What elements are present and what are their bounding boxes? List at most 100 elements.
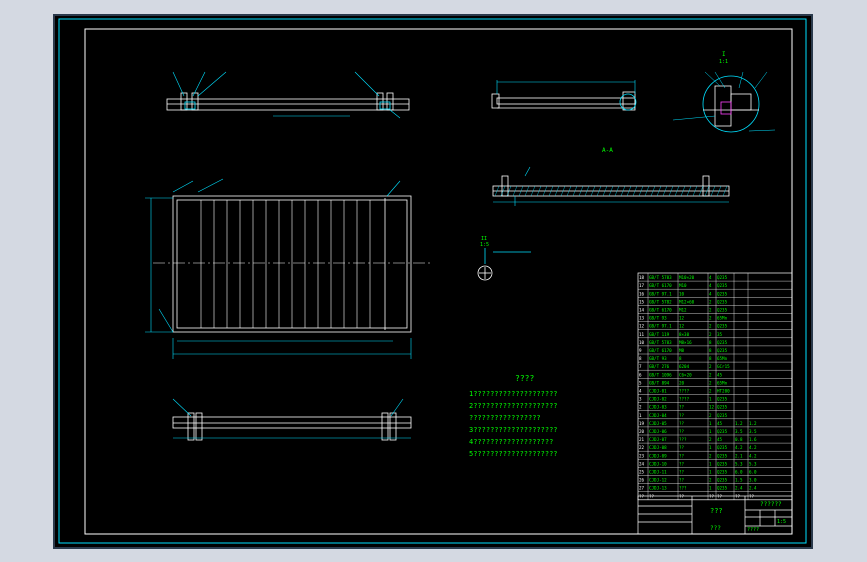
end-view-dimensions [496, 80, 636, 94]
parts-cell: M8×16 [679, 340, 692, 345]
hatch-line [506, 185, 512, 197]
small-detail-label: II [481, 236, 487, 242]
parts-cell: 17 [639, 283, 645, 288]
parts-cell: 26 [639, 478, 645, 483]
parts-cell: GB/T 93 [649, 356, 667, 361]
detail-i [702, 75, 760, 133]
parts-cell: GB/T 97.1 [649, 291, 672, 296]
parts-cell: Q235 [717, 397, 728, 402]
hatch-line [518, 185, 524, 197]
parts-cell: 1 [709, 421, 712, 426]
parts-cell: 2.4 [735, 486, 743, 491]
parts-cell: 27 [639, 486, 645, 491]
hatch-line [536, 185, 542, 197]
hatch-line [554, 185, 560, 197]
hatch-line [608, 185, 614, 197]
plan-view-slats [200, 200, 371, 328]
parts-cell: GB/T 276 [649, 364, 670, 369]
parts-cell: GB/T 6170 [649, 283, 672, 288]
notes-title: ???? [515, 374, 534, 383]
parts-cell: Q235 [717, 275, 728, 280]
parts-cell: ?? [679, 478, 685, 483]
parts-cell: 45 [717, 421, 723, 426]
parts-cell: 1 [709, 397, 712, 402]
section-label: A-A [602, 147, 613, 154]
parts-cell: 1 [709, 470, 712, 475]
parts-cell: Q235 [717, 308, 728, 313]
parts-cell: 2.1 [735, 453, 743, 458]
hatch-line [500, 185, 506, 197]
parts-cell: 2 [709, 364, 712, 369]
parts-cell: Q235 [717, 470, 728, 475]
technical-notes: 1????????????????????2??????????????????… [469, 390, 558, 458]
parts-cell: 4 [639, 389, 642, 394]
parts-cell: 12 [679, 324, 685, 329]
parts-cell: Q235 [717, 348, 728, 353]
hatch-line [644, 185, 650, 197]
parts-cell: 12 [679, 316, 685, 321]
hatch-line [632, 185, 638, 197]
parts-cell: 6.0 [735, 470, 743, 475]
parts-cell: 21 [639, 437, 645, 442]
parts-cell: 2 [709, 299, 712, 304]
section-a-a [492, 175, 730, 197]
parts-cell: Q235 [717, 445, 728, 450]
front-view-leaders [172, 71, 401, 119]
parts-cell: 1 [709, 461, 712, 466]
parts-cell: CJDJ-06 [649, 429, 667, 434]
parts-cell: 10 [679, 291, 685, 296]
parts-cell: M10×20 [679, 275, 695, 280]
parts-cell: 35 [717, 332, 723, 337]
parts-cell: ??? [679, 486, 687, 491]
parts-cell: Q235 [717, 453, 728, 458]
parts-cell: 1.2 [749, 421, 757, 426]
parts-cell: Q235 [717, 324, 728, 329]
parts-cell: 4.2 [735, 445, 743, 450]
parts-cell: Q235 [717, 283, 728, 288]
parts-cell: CJDJ-08 [649, 445, 667, 450]
parts-cell: 1 [709, 445, 712, 450]
parts-cell: ?? [679, 421, 685, 426]
parts-cell: 8×30 [679, 332, 690, 337]
hatch-line [704, 185, 710, 197]
parts-cell: GB/T 93 [649, 316, 667, 321]
hatch-line [680, 185, 686, 197]
parts-cell: 14 [639, 308, 645, 313]
parts-cell: 3 [639, 397, 642, 402]
parts-cell: ???? [679, 397, 690, 402]
parts-cell: 8 [679, 356, 682, 361]
parts-cell: Q235 [717, 413, 728, 418]
parts-cell: 20 [679, 380, 685, 385]
small-detail-scale: 1:5 [480, 242, 489, 248]
parts-cell: Q235 [717, 405, 728, 410]
detail-scale: 1:1 [719, 59, 728, 65]
parts-cell: 4 [709, 291, 712, 296]
parts-cell: CJDJ-03 [649, 405, 667, 410]
hatch-line [614, 185, 620, 197]
parts-cell: 65Mn [717, 356, 728, 361]
hatch-line [542, 185, 548, 197]
sheet-number: ???? [747, 527, 759, 533]
parts-cell: 12 [709, 405, 715, 410]
parts-cell: GB/T 119 [649, 332, 670, 337]
parts-cell: ??? [679, 437, 687, 442]
parts-cell: 2 [709, 380, 712, 385]
hatch-line [692, 185, 698, 197]
parts-cell: 3.5 [749, 429, 757, 434]
parts-cell: 5.3 [735, 461, 743, 466]
parts-cell: GB/T 5783 [649, 340, 672, 345]
plan-view-dimensions [145, 178, 412, 359]
parts-cell: 23 [639, 453, 645, 458]
parts-cell: Q235 [717, 291, 728, 296]
parts-cell: GB/T 97.1 [649, 324, 672, 329]
parts-cell: Q235 [717, 478, 728, 483]
parts-cell: 45 [717, 437, 723, 442]
parts-cell: 22 [639, 445, 645, 450]
section-a-a-hatching [494, 185, 728, 197]
parts-cell: 2 [709, 324, 712, 329]
parts-cell: GB/T 6170 [649, 348, 672, 353]
detail-i-leaders [672, 71, 776, 132]
parts-cell: ?? [679, 429, 685, 434]
parts-cell: ?? [679, 445, 685, 450]
